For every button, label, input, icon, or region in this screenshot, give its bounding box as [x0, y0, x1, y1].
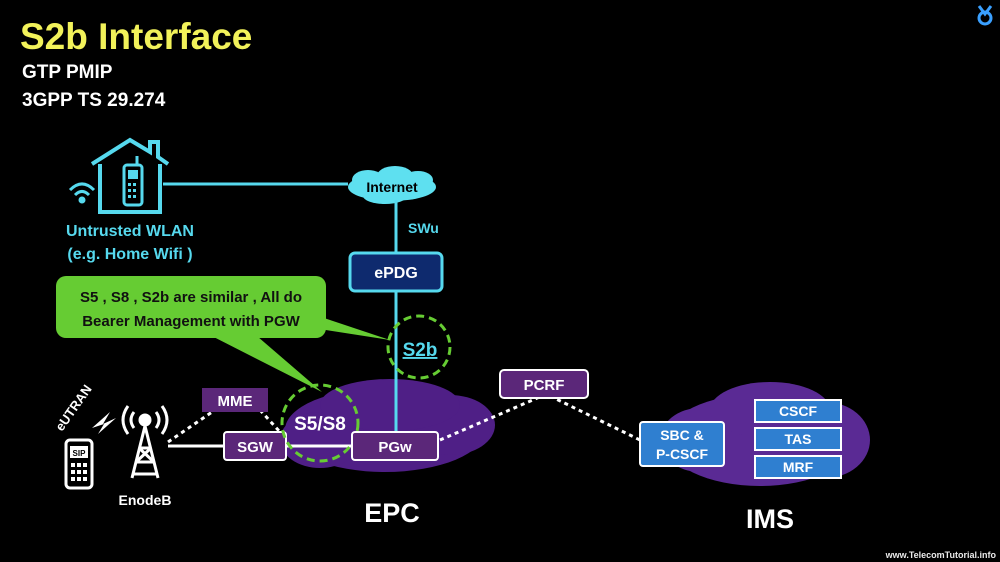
subtitle-protocol: GTP PMIP: [22, 62, 113, 83]
wifi-icon: [68, 182, 96, 204]
callout-pointer-left: [200, 330, 322, 392]
internet-label: Internet: [366, 179, 418, 195]
pcrf-sbc-link: [549, 394, 641, 442]
wlan-example-label: (e.g. Home Wifi ): [67, 246, 192, 263]
enodeb-label: EnodeB: [119, 492, 172, 508]
cscf-label: CSCF: [779, 403, 818, 419]
wlan-label: Untrusted WLAN: [66, 223, 194, 240]
sbc-pcscf-node: [639, 421, 725, 467]
internet-cloud: [348, 166, 436, 204]
pcrf-node: [499, 369, 589, 399]
pcrf-label: PCRF: [524, 377, 565, 394]
pcscf-label: P-CSCF: [656, 446, 709, 462]
epdg-label: ePDG: [374, 265, 418, 282]
brand-logo-icon: [977, 5, 993, 26]
tas-node: [754, 427, 842, 451]
mrf-node: [754, 455, 842, 479]
sip-phone-icon: [64, 438, 94, 490]
s5s8-label: S5/S8: [294, 414, 346, 435]
tas-label: TAS: [785, 431, 812, 447]
sip-label: SIP: [73, 449, 87, 458]
subtitle-spec: 3GPP TS 29.274: [22, 90, 166, 111]
swu-label: SWu: [408, 220, 439, 236]
pgw-node: [351, 431, 439, 461]
sgw-label: SGW: [237, 439, 274, 456]
s2b-label: S2b: [403, 340, 438, 361]
callout-bubble: [56, 276, 326, 338]
enodeb-mme-link: [167, 408, 216, 444]
pgw-label: PGw: [378, 439, 412, 456]
callout-line-1: S5 , S8 , S2b are similar , All do: [80, 289, 302, 306]
footer-website: www.TelecomTutorial.info: [885, 550, 996, 560]
pgw-pcrf-link: [439, 394, 543, 442]
ims-label: IMS: [746, 504, 794, 534]
epdg-node: [348, 251, 444, 293]
epc-label: EPC: [364, 498, 420, 528]
cell-tower-icon: [121, 405, 169, 479]
mme-sgw-link: [258, 408, 282, 434]
page-title: S2b Interface: [20, 16, 253, 57]
mme-label: MME: [218, 393, 253, 410]
cscf-node: [754, 399, 842, 423]
mme-node: [202, 388, 268, 412]
radio-signal-icon: [92, 412, 116, 434]
eutran-label: eUTRAN: [52, 382, 95, 434]
s5s8-highlight-circle: [280, 383, 360, 463]
callout-line-2: Bearer Management with PGW: [82, 313, 300, 330]
mrf-label: MRF: [783, 459, 814, 475]
mobile-phone-icon: [122, 156, 144, 207]
sgw-node: [223, 431, 287, 461]
sbc-label: SBC &: [660, 427, 704, 443]
s2b-highlight-circle: [386, 314, 452, 380]
home-icon: [90, 137, 170, 214]
